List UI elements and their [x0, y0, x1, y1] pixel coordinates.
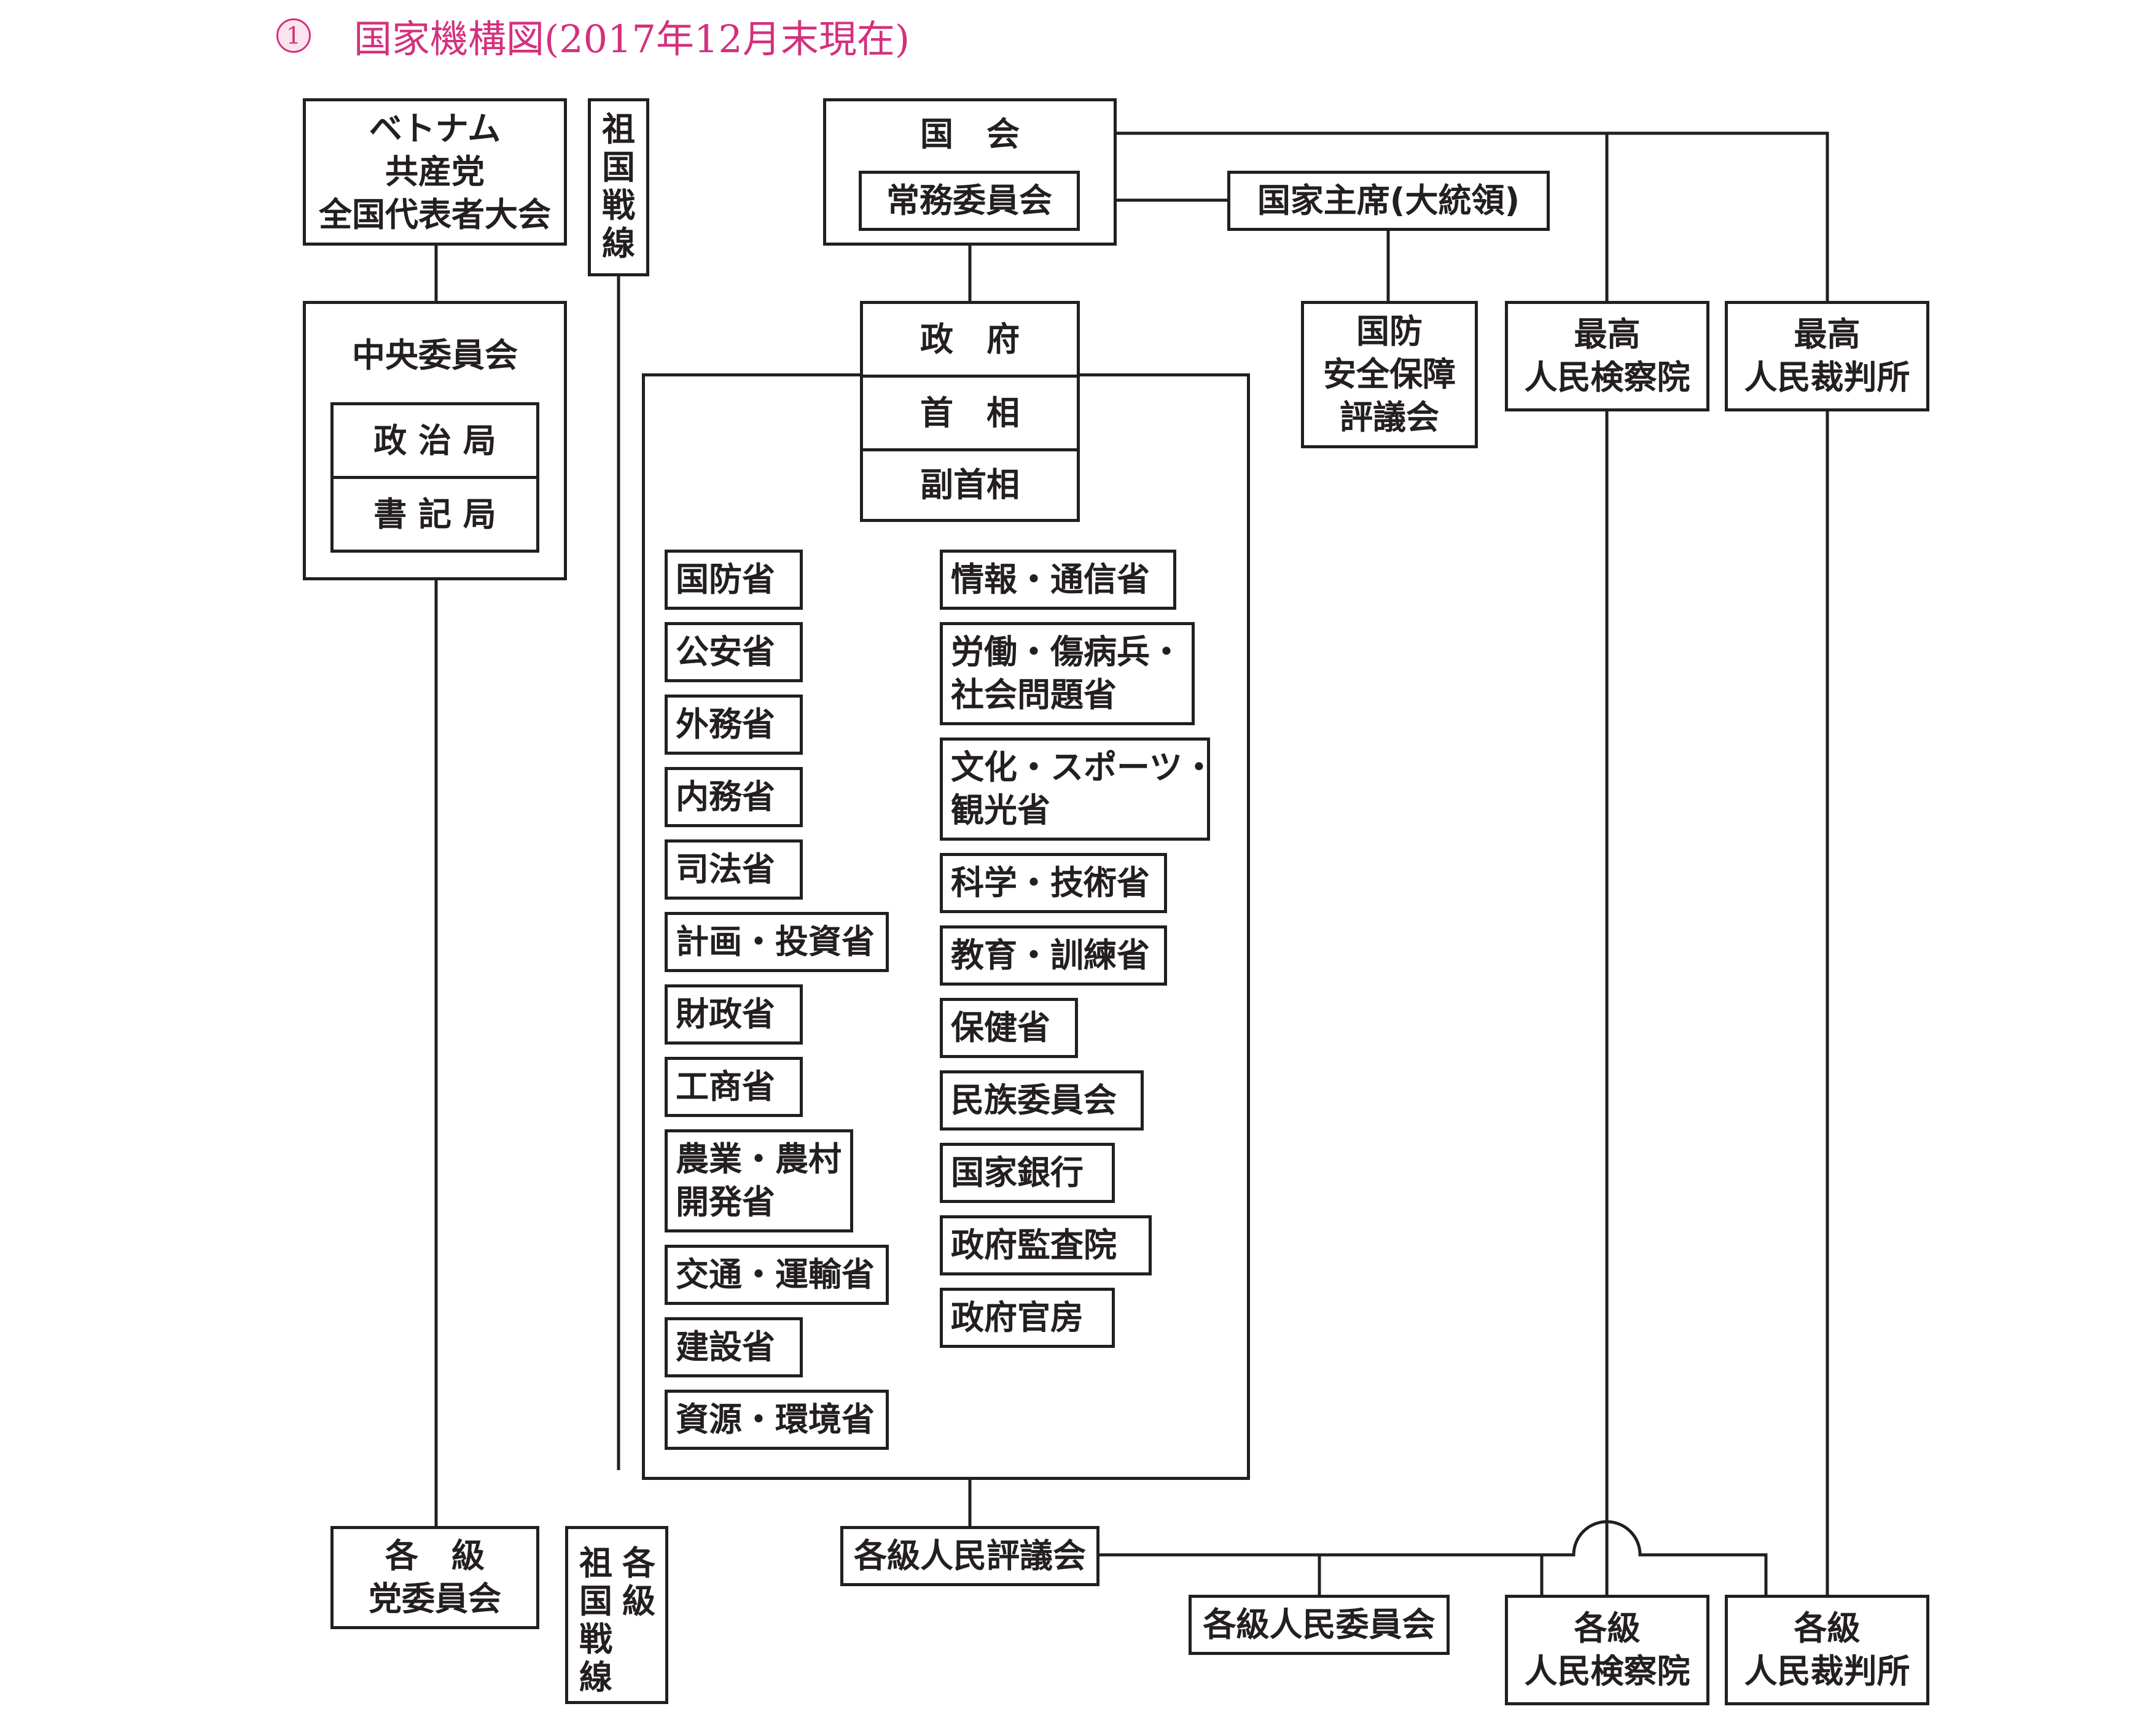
ministry-label: 政府監査院: [951, 1226, 1117, 1264]
secretariat-box: [330, 476, 539, 553]
supreme-procuracy-box: [1505, 301, 1709, 411]
ministry-label: 政府官房: [951, 1298, 1084, 1337]
ministry-box: [665, 1317, 803, 1377]
ministry-box: [940, 1143, 1115, 1203]
party-congress-box: [303, 98, 567, 246]
ministry-label: 教育・訓練省: [951, 936, 1150, 975]
ministry-label: 計画・投資省: [676, 922, 875, 961]
line-assembly-to-judiciary: [1117, 131, 1829, 303]
local-party-committee-box: [330, 1526, 539, 1629]
ministry-box: [940, 1215, 1152, 1275]
ministry-box: [940, 1070, 1144, 1131]
deputy-pm-box: [860, 448, 1080, 522]
defense-council-label: 国防 安全保障 評議会: [1323, 312, 1456, 437]
local-committees-box: [1189, 1595, 1450, 1655]
title-number-badge: 1: [276, 18, 311, 53]
ministry-box: [940, 925, 1167, 986]
local-party-committee-label: 各 級 党委員会: [369, 1536, 501, 1618]
ministry-box: [665, 839, 803, 900]
ministry-label: 国家銀行: [951, 1153, 1084, 1192]
standing-committee-label: 常務委員会: [886, 181, 1052, 220]
secretariat-label: 書 記 局: [373, 494, 496, 534]
fatherland-front-box: [588, 98, 649, 276]
ministry-label: 国防省: [676, 560, 775, 599]
line-councils-bus: [1099, 1520, 1768, 1595]
ministry-label: 文化・スポーツ・観光省: [951, 748, 1216, 830]
ministry-box: [665, 984, 803, 1045]
ministry-box: [665, 550, 803, 610]
title-text: 国家機構図(2017年12月末現在): [354, 17, 910, 61]
ministry-label: 科学・技術省: [951, 863, 1150, 902]
supreme-procuracy-label: 最高 人民検察院: [1524, 315, 1690, 397]
government-label: 政 府: [920, 319, 1020, 359]
ministry-box: [940, 853, 1167, 913]
local-councils-label: 各級人民評議会: [854, 1536, 1086, 1575]
ministry-label: 工商省: [676, 1067, 775, 1106]
supreme-court-label: 最高 人民裁判所: [1744, 315, 1910, 397]
deputy-pm-label: 副首相: [920, 465, 1020, 504]
ministry-box: [665, 1057, 803, 1117]
standing-committee-box: [859, 171, 1080, 231]
ministry-box: [940, 1288, 1115, 1348]
ministry-label: 司法省: [676, 850, 775, 889]
central-committee-label: 中央委員会: [352, 336, 518, 375]
ministry-box: [665, 622, 803, 682]
ministry-box: [665, 912, 889, 972]
ministry-label: 公安省: [676, 633, 775, 671]
ministry-box: [665, 1129, 853, 1232]
local-courts-box: [1725, 1595, 1929, 1705]
ministry-label: 農業・農村開発省: [676, 1140, 842, 1221]
ministry-box: [940, 738, 1210, 841]
ministry-label: 交通・運輸省: [676, 1255, 875, 1294]
ministry-label: 情報・通信省: [951, 560, 1150, 599]
national-assembly-label: 国 会: [920, 115, 1020, 154]
ministry-box: [665, 1390, 889, 1450]
fatherland-front-label: 祖国戦線: [602, 110, 635, 263]
ministry-box: [665, 767, 803, 827]
ministry-box: [940, 622, 1195, 725]
local-committees-label: 各級人民委員会: [1203, 1605, 1435, 1644]
local-fatherland-front-col2: 各級: [622, 1544, 655, 1621]
ministry-box: [940, 550, 1176, 610]
ministry-label: 労働・傷病兵・社会問題省: [951, 633, 1183, 714]
ministry-label: 資源・環境省: [676, 1400, 875, 1439]
ministry-box: [940, 998, 1078, 1058]
president-box: [1227, 171, 1550, 231]
ministry-label: 建設省: [676, 1328, 775, 1366]
ministry-label: 財政省: [676, 995, 775, 1033]
local-procuracies-box: [1505, 1595, 1709, 1705]
party-congress-label: ベトナム 共産党 全国代表者大会: [319, 109, 551, 234]
ministry-label: 保健省: [951, 1008, 1050, 1047]
president-label: 国家主席(大統領): [1257, 181, 1520, 220]
local-procuracies-label: 各級 人民検察院: [1524, 1609, 1690, 1691]
ministry-label: 民族委員会: [951, 1081, 1117, 1119]
politburo-label: 政 治 局: [373, 421, 496, 460]
local-courts-label: 各級 人民裁判所: [1744, 1609, 1910, 1691]
local-fatherland-front-col1: 祖国戦線: [579, 1544, 612, 1697]
local-councils-box: [840, 1526, 1099, 1586]
ministry-box: [665, 1245, 889, 1305]
ministry-label: 内務省: [676, 777, 775, 816]
defense-council-box: [1301, 301, 1478, 448]
supreme-court-box: [1725, 301, 1929, 411]
page-title: 1 国家機構図(2017年12月末現在): [276, 5, 910, 66]
local-fatherland-front-box: [565, 1526, 668, 1704]
ministry-box: [665, 695, 803, 755]
prime-minister-box: [860, 375, 1080, 451]
ministry-label: 外務省: [676, 705, 775, 744]
prime-minister-label: 首 相: [920, 393, 1020, 432]
